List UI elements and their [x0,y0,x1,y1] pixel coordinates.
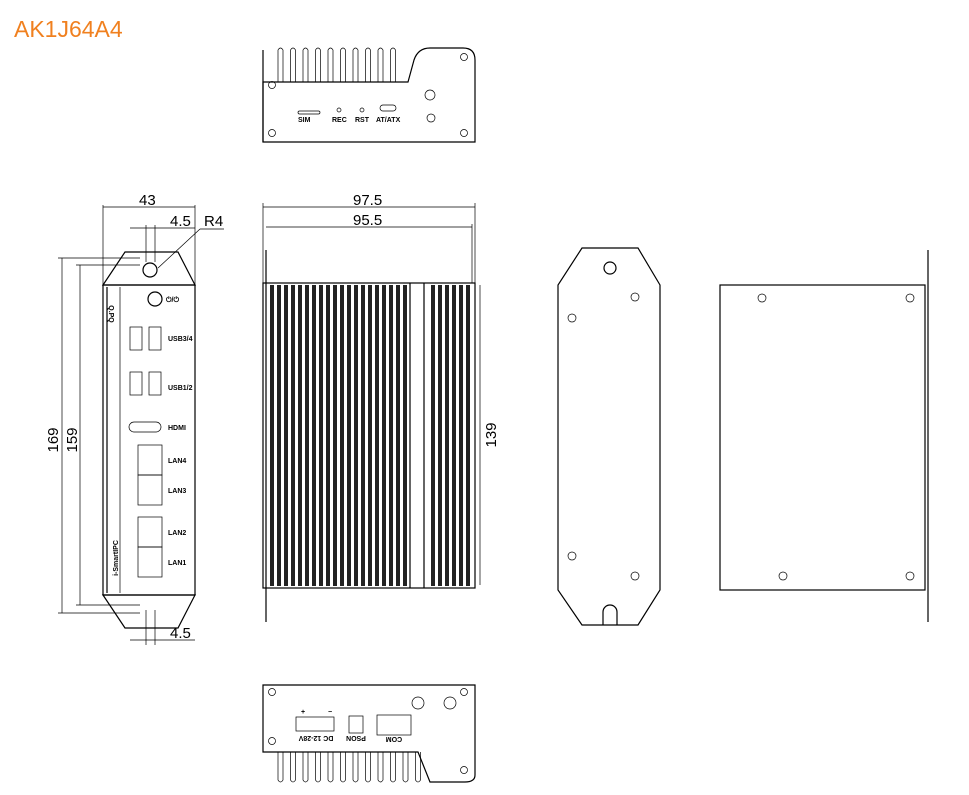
front-panel-view: Q.PQ i-SmartIPC ⏻/⏻ USB3/4 USB1/2 HDMI L… [45,192,224,645]
lan2-label: LAN2 [168,530,186,537]
plus-label: + [301,709,305,716]
heatsink-fin [365,47,371,82]
mounting-plate-view [557,247,661,626]
heatsink-fin [319,285,323,586]
heatsink-fin [284,285,288,586]
heatsink-fin [382,285,386,586]
heatsink-fin [270,285,274,586]
rst-label: RST [355,117,370,124]
heatsink-fin [290,752,296,783]
heatsink-fin [327,47,334,82]
heatsink-fin [302,752,309,783]
dim-length-body: 95.5 [353,212,382,229]
at-atx-label: AT/ATX [376,117,401,124]
heatsink-fin [333,285,337,586]
lan4-label: LAN4 [168,458,186,465]
heatsink-fin [445,285,449,586]
heatsink-fin [361,285,365,586]
top-panel-view: SIM REC RST AT/ATX [262,47,476,143]
base-view [719,250,929,622]
dim-height-total: 169 [45,427,62,452]
power-label: ⏻/⏻ [166,296,179,304]
heatsink-fin [368,285,372,586]
heatsink-fin [290,47,296,82]
heatsink-fin [452,285,456,586]
lan1-label: LAN1 [168,560,186,567]
heatsink-fin [305,285,309,586]
heatsink-fin [438,285,442,586]
usb12-label: USB1/2 [168,385,193,392]
brand-logo: Q.PQ [107,305,114,323]
heatsink-fin [466,285,470,586]
heatsink-fin [327,752,334,783]
heatsink-fin [459,285,463,586]
rear-panel-view: DC 12-28V PSON COM + − [262,684,476,783]
heatsink-fin [298,285,302,586]
heatsink-fin [277,752,284,783]
model-title: AK1J64A4 [14,16,123,42]
dim-height-body: 159 [64,427,81,452]
side-view: 97.5 95.5 139 [262,192,500,622]
minus-label: − [328,709,332,716]
heatsink-fin [402,752,409,783]
heatsink-fin [403,285,407,586]
heatsink-fin [340,47,346,82]
heatsink-fin [365,752,371,783]
heatsink-fin [389,285,393,586]
heatsink-fin [390,47,396,82]
brand-text: i-SmartIPC [113,540,120,576]
heatsink-fin [312,285,316,586]
heatsink-fin [415,752,421,783]
heatsink-fin [390,752,396,783]
heatsink-fin [340,752,346,783]
heatsink-fin [377,752,384,783]
heatsink-fin [347,285,351,586]
heatsink-fin [315,47,321,82]
heatsink-fin [375,285,379,586]
rec-label: REC [332,117,347,124]
heatsink-fin [302,47,309,82]
heatsink-fin [340,285,344,586]
heatsink-fin [277,47,284,82]
heatsink-fin [352,47,359,82]
dim-height: 139 [483,422,500,447]
dim-hole-bottom: 4.5 [170,625,191,642]
dim-hole-top: 4.5 [170,213,191,230]
heatsink-fin [431,285,435,586]
heatsink-fin [396,285,400,586]
heatsink-fin [315,752,321,783]
com-label: COM [386,735,403,742]
hdmi-label: HDMI [168,425,186,432]
heatsink-fin [326,285,330,586]
heatsink-fin [277,285,281,586]
dc-label: DC 12-28V [298,734,333,741]
pson-label: PSON [346,734,366,741]
usb34-label: USB3/4 [168,336,193,343]
heatsink-fin [377,47,384,82]
lan3-label: LAN3 [168,488,186,495]
heatsink-fin [354,285,358,586]
sim-label: SIM [298,117,311,124]
dim-width: 43 [139,192,156,209]
dim-length-total: 97.5 [353,192,382,209]
heatsink-fin [291,285,295,586]
dim-radius: R4 [204,213,223,230]
heatsink-fin [352,752,359,783]
